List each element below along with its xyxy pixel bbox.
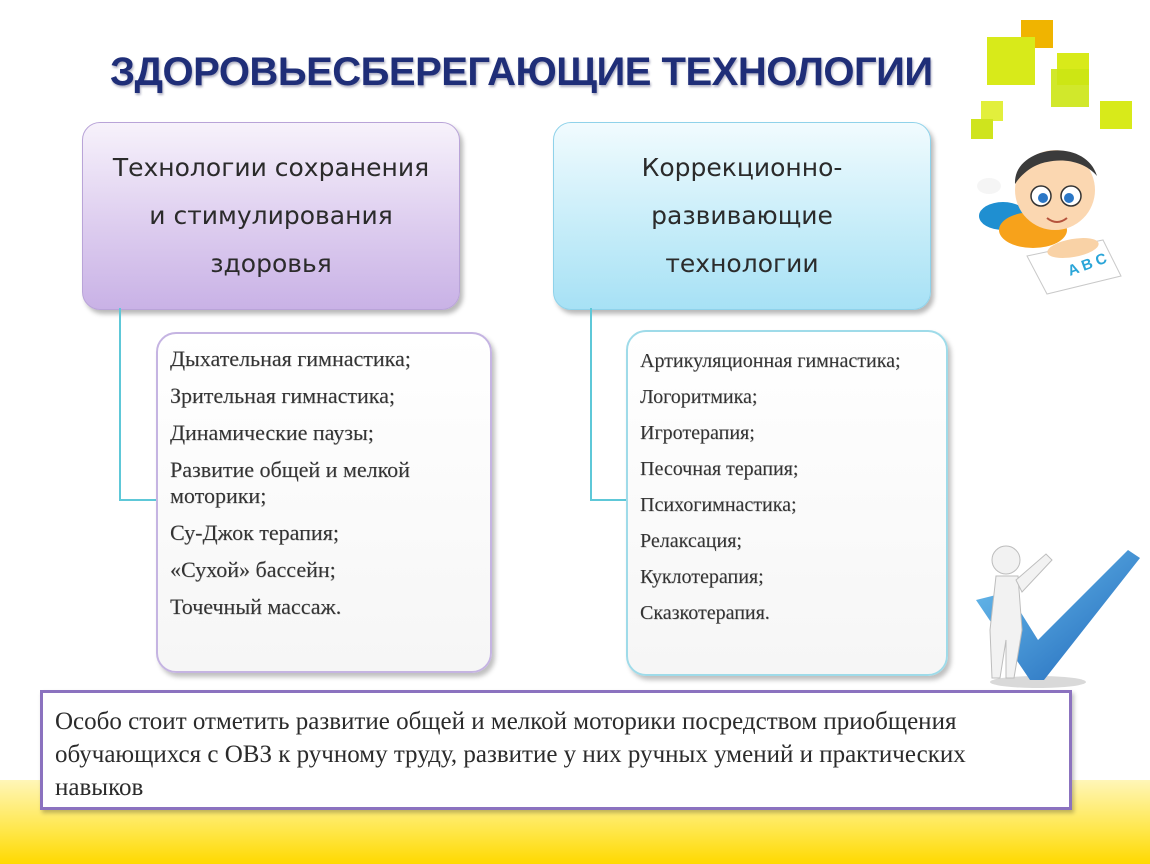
square bbox=[981, 101, 1003, 121]
figure-body bbox=[989, 575, 1023, 679]
list-item: Игротерапия; bbox=[640, 422, 755, 444]
square bbox=[1051, 69, 1089, 107]
list-box-correction-technologies: Артикуляционная гимнастика; Логоритмика;… bbox=[626, 330, 948, 676]
heading-box-health-technologies: Технологии сохранения и стимулирования з… bbox=[82, 122, 460, 310]
figure-head bbox=[991, 545, 1021, 575]
boy-arm bbox=[1047, 238, 1099, 258]
square bbox=[1100, 101, 1132, 129]
list-item: Песочная терапия; bbox=[640, 458, 799, 480]
list-item: Точечный массаж. bbox=[170, 594, 342, 619]
list-item: Релаксация; bbox=[640, 530, 742, 552]
list-item: Куклотерапия; bbox=[640, 566, 764, 588]
square bbox=[987, 37, 1035, 85]
boy-head bbox=[1015, 150, 1095, 230]
decorative-squares bbox=[971, 20, 1132, 139]
connector-left-vertical bbox=[119, 308, 121, 501]
note-box: Особо стоит отметить развитие общей и ме… bbox=[40, 690, 1072, 810]
list-item: Логоритмика; bbox=[640, 386, 758, 408]
cartoon-boy-illustration: A B C bbox=[977, 150, 1122, 295]
list-item: Зрительная гимнастика; bbox=[170, 383, 395, 408]
square bbox=[971, 119, 993, 139]
connector-left-horizontal bbox=[119, 499, 157, 501]
boy-hair bbox=[1014, 150, 1097, 184]
list-item: Динамические паузы; bbox=[170, 420, 374, 445]
list-health-technologies: Дыхательная гимнастика; Зрительная гимна… bbox=[158, 334, 490, 620]
list-correction-technologies: Артикуляционная гимнастика; Логоритмика;… bbox=[628, 332, 946, 624]
list-item: Дыхательная гимнастика; bbox=[170, 346, 411, 371]
list-box-health-technologies: Дыхательная гимнастика; Зрительная гимна… bbox=[156, 332, 492, 673]
page-title: ЗДОРОВЬЕСБЕРЕГАЮЩИЕ ТЕХНОЛОГИИ bbox=[110, 50, 933, 94]
figure-arm bbox=[1015, 553, 1053, 593]
heading-box-correction-technologies: Коррекционно- развивающие технологии bbox=[553, 122, 931, 310]
list-item: Артикуляционная гимнастика; bbox=[640, 350, 901, 372]
list-item: «Сухой» бассейн; bbox=[170, 557, 336, 582]
list-item: Сказкотерапия. bbox=[640, 602, 770, 624]
connector-right-horizontal bbox=[590, 499, 627, 501]
checkmark-figure-illustration bbox=[976, 545, 1140, 688]
list-item: Психогимнастика; bbox=[640, 494, 797, 516]
connector-right-vertical bbox=[590, 308, 592, 501]
list-item: Су-Джок терапия; bbox=[170, 520, 339, 545]
list-item: Развитие общей и мелкой моторики; bbox=[170, 457, 410, 508]
